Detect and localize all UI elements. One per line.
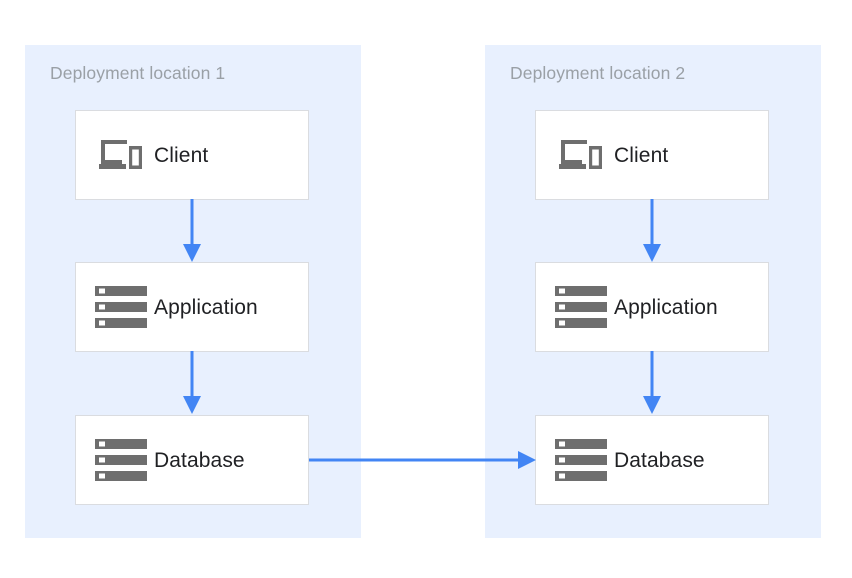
zone-1-title: Deployment location 1 [50, 63, 226, 83]
server-stack-icon [554, 283, 608, 331]
arrow-application-to-database-2 [640, 351, 664, 415]
devices-icon [94, 131, 148, 179]
node-client-2[interactable]: Client [535, 110, 769, 200]
arrow-client-to-application-1 [180, 199, 204, 263]
node-database-1-label: Database [154, 448, 245, 472]
node-client-1-label: Client [154, 143, 209, 167]
server-stack-icon [554, 436, 608, 484]
arrow-client-to-application-2 [640, 199, 664, 263]
node-application-1[interactable]: Application [75, 262, 309, 352]
node-application-2[interactable]: Application [535, 262, 769, 352]
node-client-2-label: Client [614, 143, 669, 167]
node-database-2[interactable]: Database [535, 415, 769, 505]
arrow-database-1-to-database-2 [309, 448, 537, 472]
node-client-1[interactable]: Client [75, 110, 309, 200]
arrow-application-to-database-1 [180, 351, 204, 415]
node-database-2-label: Database [614, 448, 705, 472]
node-database-1[interactable]: Database [75, 415, 309, 505]
server-stack-icon [94, 436, 148, 484]
node-application-1-label: Application [154, 295, 258, 319]
zone-2-title: Deployment location 2 [510, 63, 686, 83]
server-stack-icon [94, 283, 148, 331]
devices-icon [554, 131, 608, 179]
node-application-2-label: Application [614, 295, 718, 319]
